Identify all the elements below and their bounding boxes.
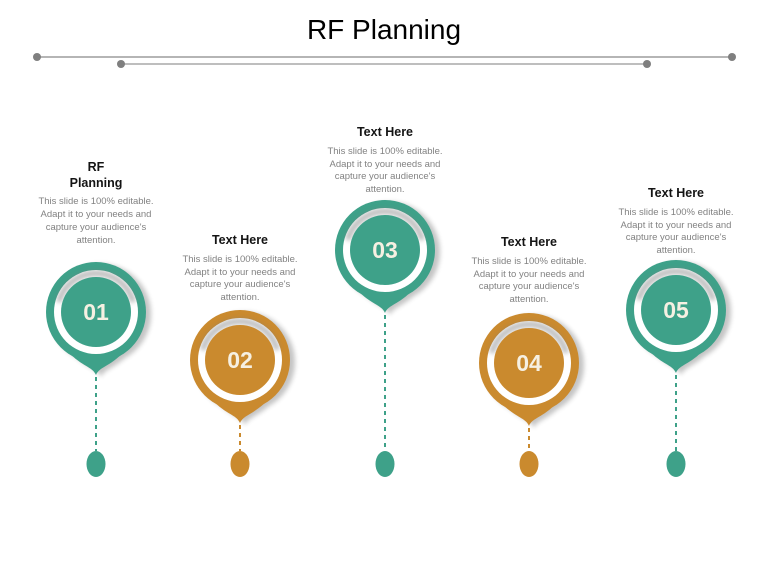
ring-inset-shadow xyxy=(55,270,137,303)
connector-end-dot xyxy=(519,451,539,477)
item-heading: Text Here xyxy=(647,186,705,200)
map-pin-icon: 03 xyxy=(335,200,440,477)
timeline-item-02: Text Here This slide is 100% editable. A… xyxy=(174,233,306,477)
item-body-text: This slide is 100% editable. Adapt it to… xyxy=(471,255,587,306)
page-title: RF Planning xyxy=(306,14,462,45)
pin-inner-circle xyxy=(205,325,275,395)
pin-inner-circle xyxy=(61,277,131,347)
ring-inset-shadow xyxy=(488,321,570,354)
item-heading: Text Here xyxy=(211,233,269,247)
pin-inner-circle xyxy=(494,328,564,398)
item-heading: Text Here xyxy=(356,125,414,139)
connector-end-dot xyxy=(375,451,395,477)
item-body-text: This slide is 100% editable. Adapt it to… xyxy=(182,253,298,304)
timeline-item-05: Text Here This slide is 100% editable. A… xyxy=(610,186,742,477)
pin-number: 03 xyxy=(372,237,398,263)
item-body-text: This slide is 100% editable. Adapt it to… xyxy=(38,196,154,246)
item-heading: RF Planning xyxy=(69,160,123,190)
map-pin-icon: 02 xyxy=(190,310,295,477)
item-body-text: This slide is 100% editable. Adapt it to… xyxy=(618,206,734,257)
connector-end-dot xyxy=(230,451,250,477)
pin-number: 01 xyxy=(83,299,109,325)
pin-inner-circle xyxy=(350,215,420,285)
item-body-text: This slide is 100% editable. Adapt it to… xyxy=(327,145,443,196)
map-pin-icon: 05 xyxy=(626,260,731,477)
ring-inset-shadow xyxy=(635,268,717,301)
divider-endpoint-dot xyxy=(728,53,736,61)
timeline-item-01: RF Planning This slide is 100% editable.… xyxy=(30,160,162,477)
title-divider xyxy=(33,53,736,68)
item-heading: Text Here xyxy=(500,235,558,249)
ring-inset-shadow xyxy=(344,208,426,241)
divider-endpoint-dot xyxy=(117,60,125,68)
pin-number: 02 xyxy=(227,347,253,373)
ring-inset-shadow xyxy=(199,318,281,351)
pin-number: 04 xyxy=(516,350,542,376)
timeline-item-03: Text Here This slide is 100% editable. A… xyxy=(319,125,451,477)
pin-number: 05 xyxy=(663,297,689,323)
pin-inner-circle xyxy=(641,275,711,345)
connector-end-dot xyxy=(86,451,106,477)
divider-endpoint-dot xyxy=(33,53,41,61)
timeline-item-04: Text Here This slide is 100% editable. A… xyxy=(463,235,595,477)
connector-end-dot xyxy=(666,451,686,477)
map-pin-icon: 04 xyxy=(479,313,584,477)
map-pin-icon: 01 xyxy=(46,262,151,477)
divider-endpoint-dot xyxy=(643,60,651,68)
